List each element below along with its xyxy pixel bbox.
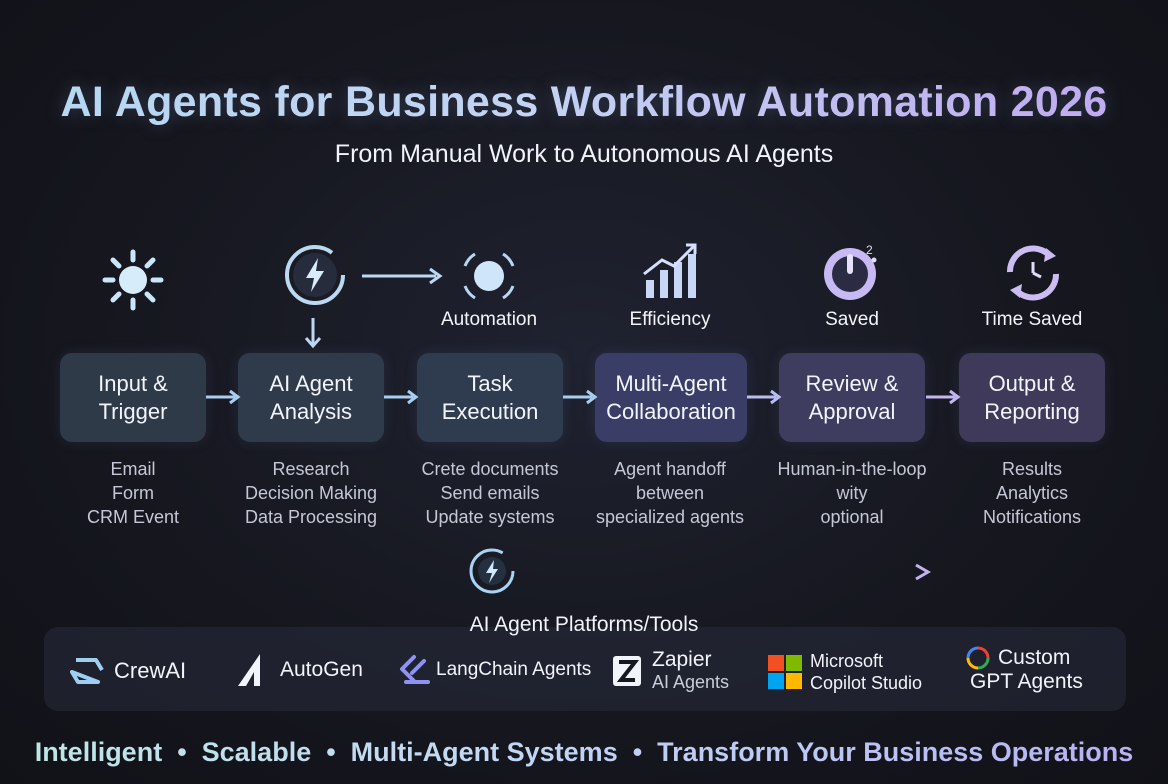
svg-text:2: 2: [866, 243, 873, 257]
long-progress-arrow: [530, 563, 931, 581]
footer-tagline: Intelligent • Scalable • Multi-Agent Sys…: [0, 737, 1168, 768]
tool-microsoft-copilot: Microsoft Copilot Studio: [768, 650, 922, 694]
step-desc-multi-agent-collaboration: Agent handoff between specialized agents: [595, 459, 745, 527]
microsoft-icon: [768, 655, 802, 689]
step-label: Review & Approval: [805, 370, 899, 424]
flow-arrow-5: [926, 389, 961, 405]
tool-custom-gpt: Custom GPT Agents: [966, 646, 1083, 694]
step-desc-ai-agent-analysis: Research Decision Making Data Processing: [244, 459, 378, 527]
tool-name: Microsoft: [810, 651, 884, 671]
step-label: Output & Reporting: [984, 370, 1080, 424]
flow-arrow-1: [206, 389, 241, 405]
lightning-cycle-icon: [285, 245, 345, 305]
tool-crewai: CrewAI: [68, 652, 186, 690]
step-review-approval: Review & Approval: [779, 353, 925, 442]
power-clock-icon: 2: [824, 243, 877, 300]
tool-langchain: LangChain Agents: [398, 654, 591, 686]
step-label: Multi-Agent Collaboration: [606, 370, 736, 424]
arrow-down-icon: [304, 318, 322, 349]
step-label: Task Execution: [441, 370, 539, 424]
step-label: AI Agent Analysis: [269, 370, 353, 424]
step-desc-task-execution: Crete documents Send emails Update syste…: [421, 459, 559, 527]
crewai-icon: [70, 658, 104, 684]
step-desc-output-reporting: Results Analytics Notifications: [982, 459, 1082, 527]
langchain-icon: [400, 655, 430, 684]
step-desc-review-approval: Human-in-the-loop wity optional: [777, 459, 927, 527]
gpt-icon: [966, 646, 990, 670]
gear-icon: [102, 249, 164, 311]
tool-name: CrewAI: [114, 658, 187, 683]
tool-name: Zapier: [652, 648, 712, 671]
automation-gear-icon: [463, 252, 515, 300]
zapier-icon: [613, 655, 641, 686]
step-desc-input-trigger: Email Form CRM Event: [86, 459, 180, 527]
flow-arrow-2: [384, 389, 419, 405]
autogen-icon: [238, 654, 260, 686]
arrow-right-icon: [362, 267, 443, 285]
page-title: AI Agents for Business Workflow Automati…: [0, 78, 1168, 127]
tool-zapier: Zapier AI Agents: [612, 648, 729, 693]
flow-arrow-4: [747, 389, 782, 405]
metric-saved: Saved: [825, 309, 879, 330]
tool-subname: AI Agents: [652, 672, 730, 692]
metric-efficiency: Efficiency: [629, 309, 711, 330]
flow-arrow-3: [563, 389, 598, 405]
time-cycle-icon: [1006, 245, 1060, 301]
step-output-reporting: Output & Reporting: [959, 353, 1105, 442]
tool-name: LangChain Agents: [436, 659, 592, 680]
metric-automation: Automation: [440, 309, 538, 330]
tool-name: AutoGen: [280, 658, 363, 681]
step-input-trigger: Input & Trigger: [60, 353, 206, 442]
page-subtitle: From Manual Work to Autonomous AI Agents: [334, 140, 834, 168]
tool-subname: GPT Agents: [970, 670, 1083, 693]
tool-subname: Copilot Studio: [810, 673, 923, 693]
step-label: Input & Trigger: [98, 370, 168, 424]
tool-autogen: AutoGen: [234, 652, 363, 688]
chart-bars-icon: [643, 243, 697, 298]
tool-name: Custom: [998, 646, 1071, 669]
step-ai-agent-analysis: AI Agent Analysis: [238, 353, 384, 442]
tools-panel: [44, 627, 1126, 711]
lightning-badge-icon: [469, 548, 515, 594]
metric-time-saved: Time Saved: [981, 309, 1083, 330]
tools-heading: AI Agent Platforms/Tools: [469, 613, 699, 636]
step-multi-agent-collaboration: Multi-Agent Collaboration: [595, 353, 747, 442]
step-task-execution: Task Execution: [417, 353, 563, 442]
